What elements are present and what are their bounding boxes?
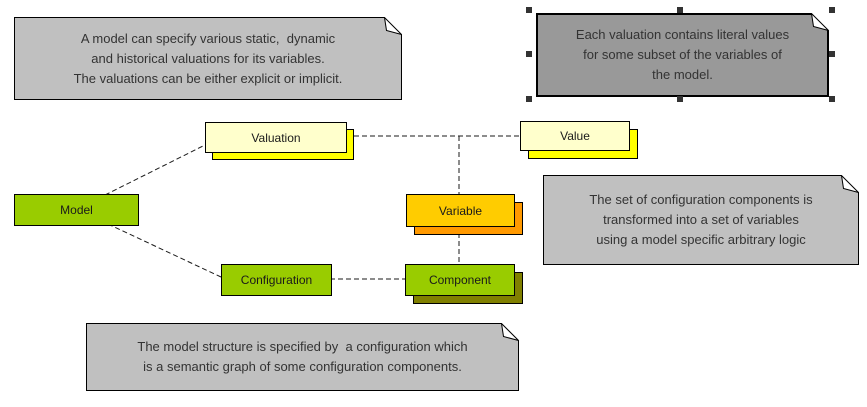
selection-handle-top-left[interactable] (526, 7, 532, 13)
class-box-configuration[interactable]: Configuration (221, 264, 332, 296)
class-box-valuation[interactable]: Valuation (205, 122, 347, 153)
fold-corner-icon (811, 13, 829, 31)
selection-handle-top-right[interactable] (829, 7, 835, 13)
note-top-left[interactable]: A model can specify various static, dyna… (14, 17, 402, 100)
note-bottom[interactable]: The model structure is specified by a co… (86, 323, 519, 391)
note-line: Each valuation contains literal values (575, 27, 790, 42)
note-line: the model. (652, 67, 713, 82)
note-line: for some subset of the variables of (583, 47, 782, 62)
note-line: and historical valuations for its variab… (91, 50, 325, 66)
fold-corner-icon (841, 175, 859, 193)
class-box-model[interactable]: Model (14, 194, 139, 226)
class-label-value: Value (560, 129, 590, 143)
selection-handle-bottom-center[interactable] (677, 96, 683, 102)
connector-model-valuation[interactable] (104, 144, 206, 196)
selection-handle-bottom-right[interactable] (829, 96, 835, 102)
note-top-right[interactable]: Each valuation contains literal values f… (536, 13, 829, 97)
note-right[interactable]: The set of configuration components is t… (543, 175, 859, 265)
note-line: The model structure is specified by a co… (137, 339, 468, 354)
selection-handle-mid-right[interactable] (829, 51, 835, 57)
note-line: The set of configuration components is (589, 192, 813, 207)
class-box-variable[interactable]: Variable (406, 194, 515, 227)
fold-corner-icon (501, 323, 519, 341)
note-line: transformed into a set of variables (603, 212, 799, 227)
class-label-variable: Variable (438, 203, 483, 218)
note-line: The valuations can be either explicit or… (73, 70, 343, 86)
class-box-component[interactable]: Component (405, 264, 515, 296)
connector-model-configuration[interactable] (107, 223, 222, 278)
class-box-value[interactable]: Value (520, 121, 630, 151)
fold-corner-icon (384, 17, 402, 35)
class-label-configuration: Configuration (240, 273, 313, 287)
note-line: is a semantic graph of some configuratio… (143, 359, 462, 374)
selection-handle-bottom-left[interactable] (526, 96, 532, 102)
class-label-component: Component (428, 273, 492, 287)
selection-handle-top-center[interactable] (677, 7, 683, 13)
class-label-valuation: Valuation (251, 130, 301, 145)
selection-handle-mid-left[interactable] (526, 51, 532, 57)
note-line: A model can specify various static, dyna… (80, 30, 336, 46)
note-line: using a model specific arbitrary logic (596, 232, 806, 247)
class-label-model: Model (60, 203, 93, 217)
